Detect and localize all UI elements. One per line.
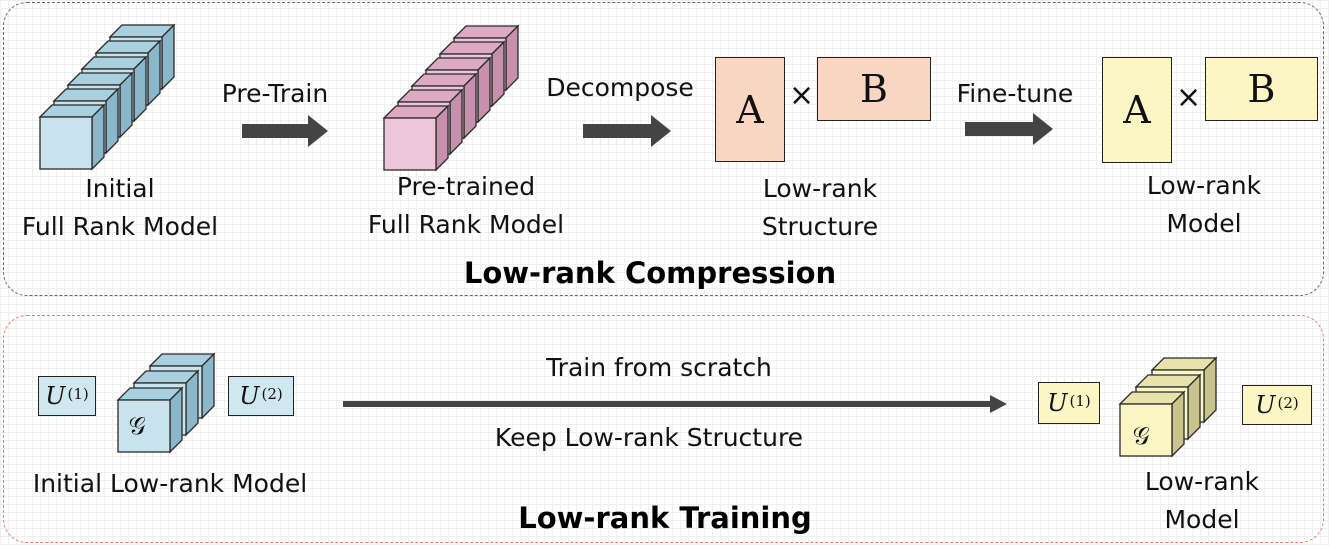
final-core-cube-1 [1118,390,1186,458]
training-title: Low-rank Training [518,501,812,535]
model-factor-a: A [1102,57,1172,163]
final-u1-superscript: (1) [1069,392,1091,410]
final-u2-superscript: (2) [1277,394,1299,412]
low-rank-structure-label: Low-rank Structure [761,174,879,241]
initial-full-rank-cube-1 [38,103,106,171]
structure-factor-a: A [715,57,785,162]
pretrain-arrow [242,115,328,147]
train-from-scratch-label: Train from scratch [546,353,772,382]
decompose-arrow [583,115,671,147]
final-u2-letter: U [1255,391,1276,419]
structure-factor-b: B [817,57,931,121]
final-core-symbol: 𝒢 [1132,422,1150,450]
cube-stacks [38,23,1218,458]
finetune-label: Fine-tune [956,79,1074,108]
initial-core-cube-1 [116,386,184,454]
compression-panel [3,2,1324,296]
initial-u2-letter: U [239,382,260,410]
final-u1-factor: U(1) [1038,382,1100,424]
initial-core-symbol: 𝒢 [128,412,146,440]
initial-u1-superscript: (1) [67,385,89,403]
training-panel [3,315,1324,543]
initial-low-rank-label: Initial Low-rank Model [32,469,308,498]
initial-u1-letter: U [45,382,66,410]
train-arrow [343,395,1007,413]
pretrained-full-rank-label: Pre-trained Full Rank Model [367,172,565,239]
initial-u2-factor: U(2) [228,376,294,416]
structure-times-symbol: × [789,78,815,113]
model-times-symbol: × [1176,80,1202,115]
compression-title: Low-rank Compression [463,256,837,290]
pretrained-full-rank-cube-1 [382,104,450,172]
pretrain-label: Pre-Train [221,79,329,108]
decompose-label: Decompose [546,73,694,102]
initial-u1-factor: U(1) [38,376,96,416]
initial-u2-superscript: (2) [261,385,283,403]
keep-structure-label: Keep Low-rank Structure [494,423,804,452]
initial-full-rank-label: Initial Full Rank Model [21,174,219,241]
final-u2-factor: U(2) [1242,385,1312,425]
finetune-arrow [965,113,1053,145]
model-factor-b: B [1205,57,1318,121]
low-rank-model-label: Low-rank Model [1146,171,1262,238]
trained-low-rank-label: Low-rank Model [1144,467,1260,534]
final-u1-letter: U [1047,389,1068,417]
